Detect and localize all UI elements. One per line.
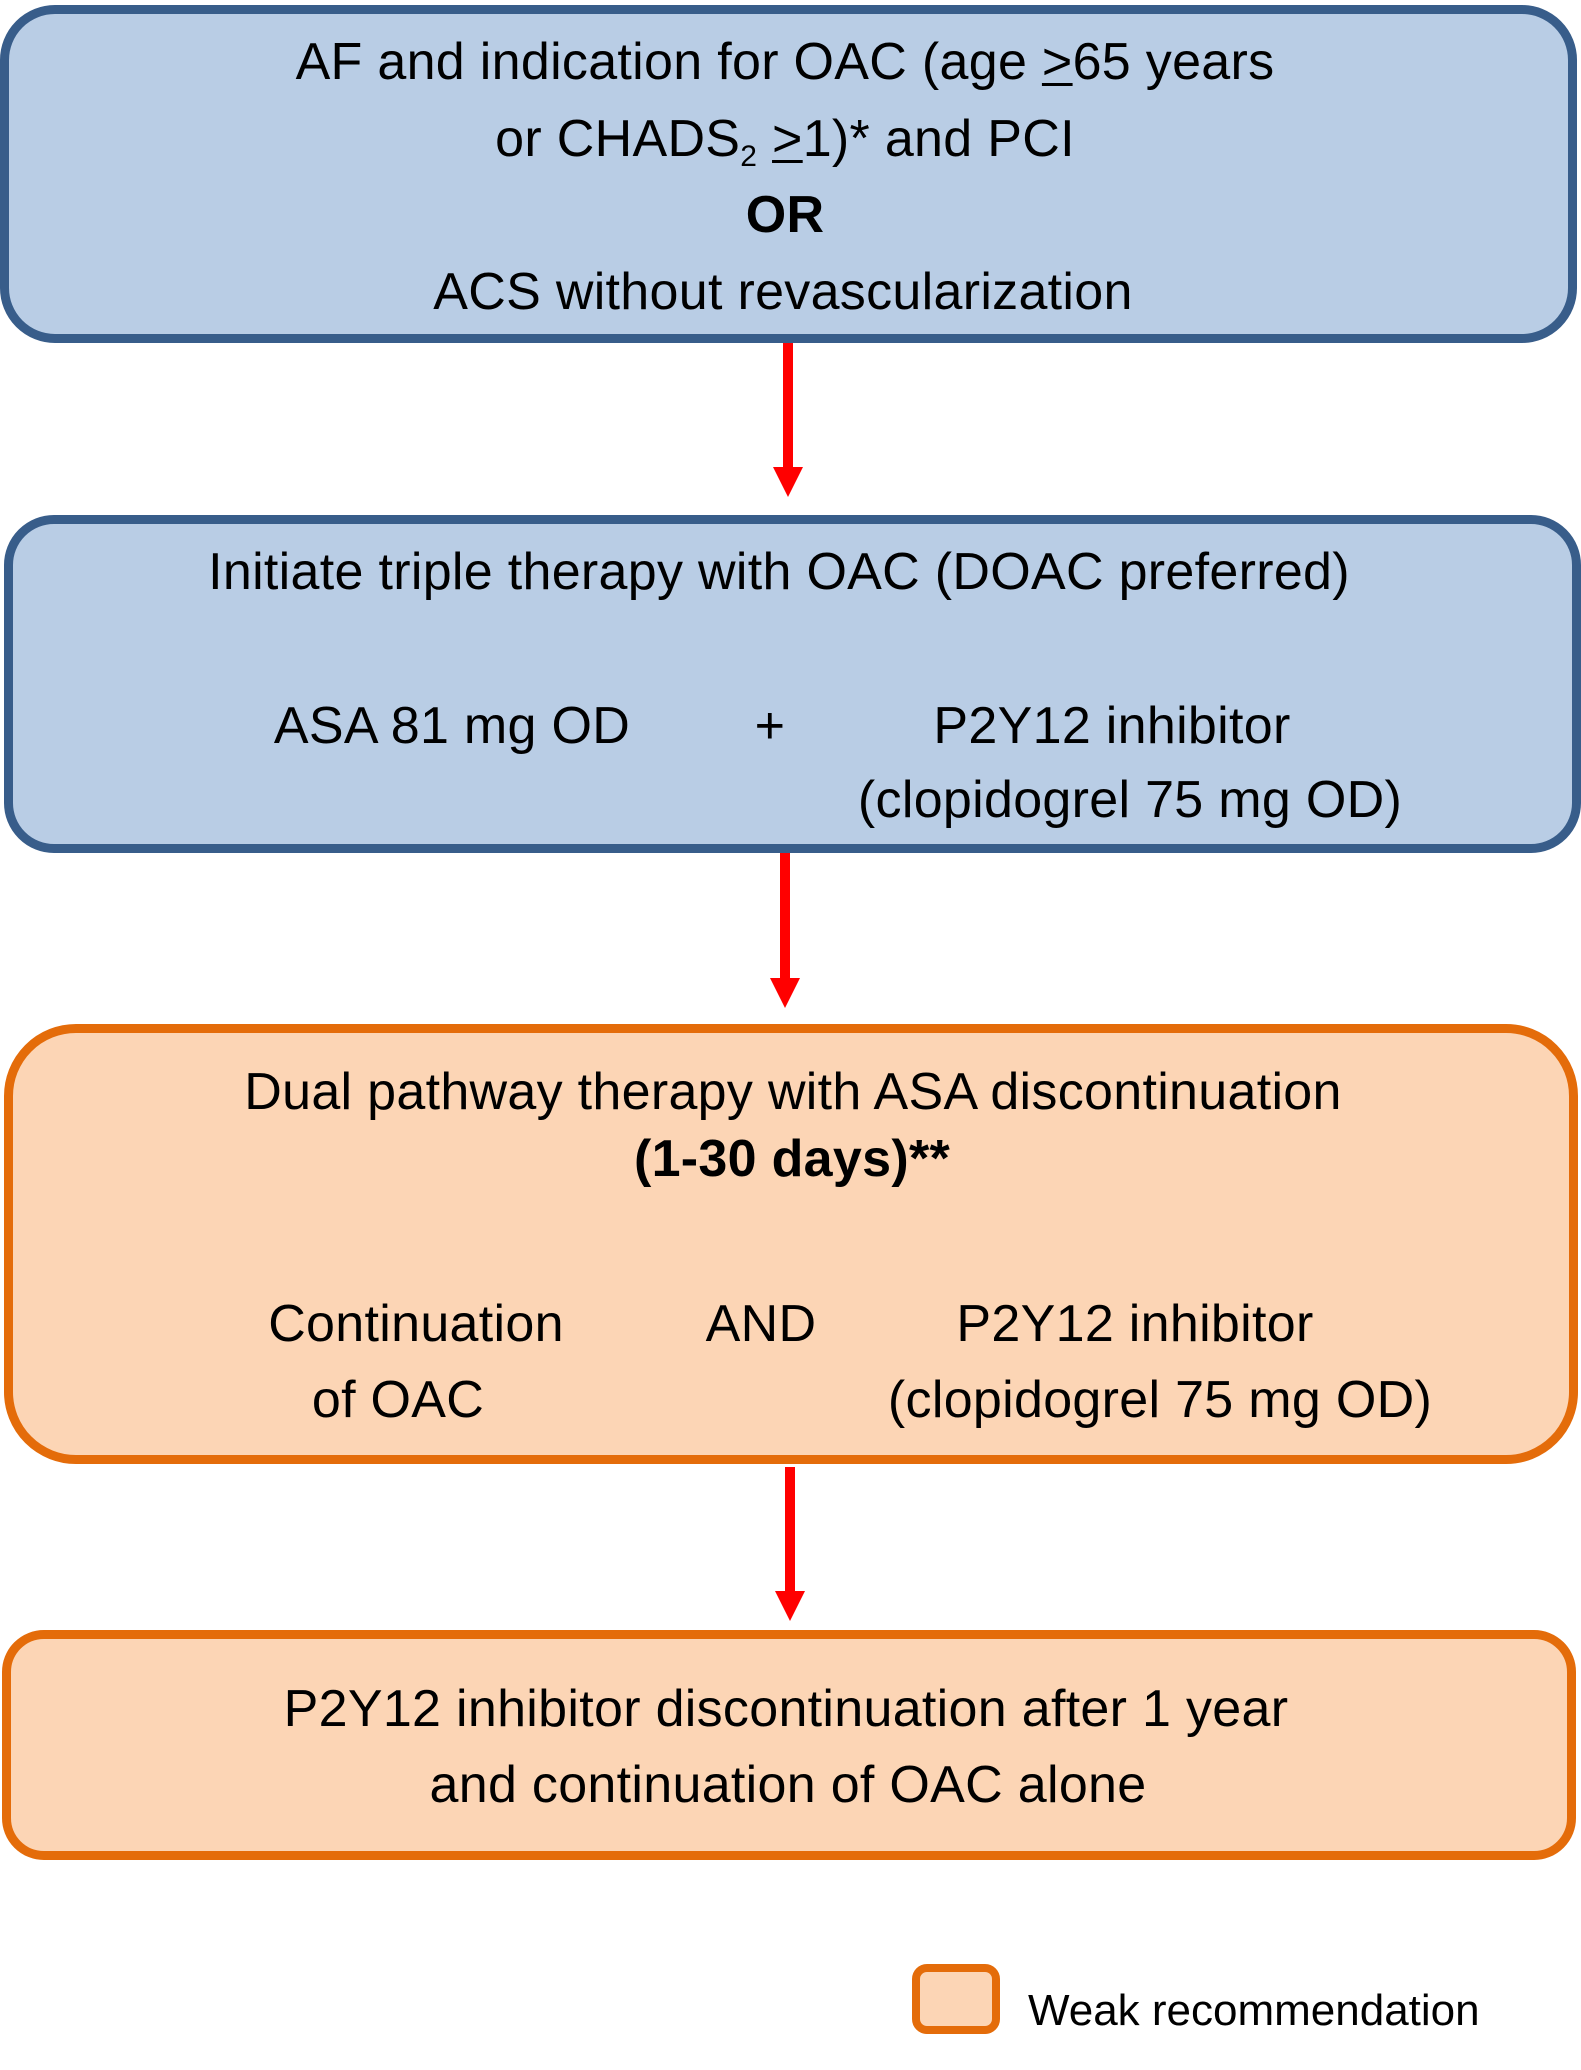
arrow-head-icon (770, 978, 800, 1008)
arrow-head-icon (773, 467, 803, 497)
step4-box-weak (2, 1630, 1576, 1860)
greater-equal-symbol: > (1041, 33, 1073, 91)
arrow-shaft (780, 853, 790, 980)
arrow-head-icon (775, 1591, 805, 1621)
step1-box-strong (0, 5, 1577, 343)
step3-p2y12-detail: (clopidogrel 75 mg OD) (887, 1371, 1433, 1429)
step3-duration: (1-30 days)** (633, 1130, 951, 1188)
step1-or-label: OR (745, 186, 825, 244)
step3-and-connector: AND (705, 1295, 817, 1353)
step3-box-weak (4, 1024, 1578, 1464)
step2-heading: Initiate triple therapy with OAC (DOAC p… (208, 543, 1350, 601)
chads-subscript: 2 (740, 140, 758, 173)
legend-weak-label: Weak recommendation (1028, 1986, 1480, 2035)
step2-plus-connector: + (754, 697, 786, 755)
step4-line1: P2Y12 inhibitor discontinuation after 1 … (283, 1680, 1289, 1738)
arrow-down-step2-to-step3 (770, 853, 800, 1008)
step4-line2: and continuation of OAC alone (429, 1756, 1147, 1814)
arrow-shaft (785, 1467, 795, 1593)
step2-p2y12-item: P2Y12 inhibitor (933, 697, 1291, 755)
step2-asa-item: ASA 81 mg OD (273, 697, 631, 755)
arrow-down-step3-to-step4 (775, 1467, 805, 1621)
step3-p2y12-item: P2Y12 inhibitor (956, 1295, 1314, 1353)
arrow-shaft (783, 343, 793, 469)
step1-line4: ACS without revascularization (433, 263, 1133, 321)
step1-line1: AF and indication for OAC (age >65 years (295, 33, 1275, 91)
step3-oac-item: Continuation (268, 1295, 564, 1353)
greater-equal-symbol: > (772, 110, 803, 168)
step1-line2: or CHADS2 >1)* and PCI (495, 110, 1075, 173)
step2-box-strong (4, 515, 1581, 853)
legend-weak-swatch (912, 1964, 1000, 2034)
step3-heading: Dual pathway therapy with ASA discontinu… (244, 1063, 1342, 1121)
arrow-down-step1-to-step2 (773, 343, 803, 497)
step2-p2y12-detail: (clopidogrel 75 mg OD) (857, 771, 1403, 829)
step3-oac-item-line2: of OAC (311, 1371, 485, 1429)
